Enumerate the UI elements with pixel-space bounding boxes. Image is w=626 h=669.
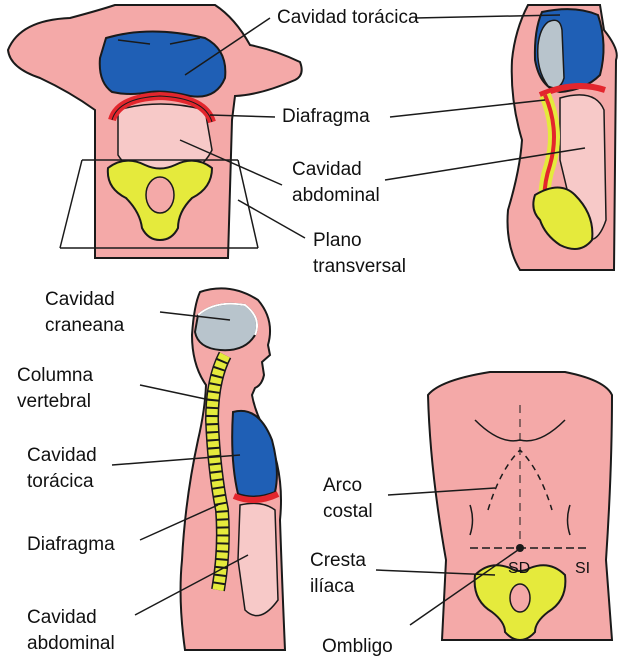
side-torso-panel — [506, 4, 618, 271]
side-body-panel — [179, 287, 287, 651]
side-pelvis — [532, 186, 594, 250]
label-abdominal-top-2: abdominal — [292, 185, 380, 206]
label-abdominal-side-1: Cavidad — [27, 607, 97, 628]
label-cranial-2: craneana — [45, 315, 125, 336]
side-diaphragm — [538, 83, 606, 98]
label-plane-2: transversal — [313, 256, 406, 277]
label-iliac-2: ilíaca — [310, 576, 355, 597]
front-thoracic-cavity — [98, 30, 227, 98]
label-sd: SD — [508, 560, 531, 577]
label-spine-1: Columna — [17, 365, 94, 386]
costal-arch — [487, 448, 553, 511]
side-body-thoracic-cavity — [231, 409, 278, 498]
front-abdomen-panel — [426, 371, 614, 642]
side-body-diaphragm — [232, 491, 280, 503]
label-cranial-1: Cavidad — [45, 289, 115, 310]
label-costal-1: Arco — [323, 475, 363, 496]
label-costal-2: costal — [323, 501, 373, 522]
side-body-abdominal-cavity — [237, 502, 279, 617]
label-diaphragm-side: Diafragma — [27, 534, 115, 555]
front-torso-panel — [6, 4, 303, 259]
label-iliac-1: Cresta — [310, 550, 366, 571]
label-plane-1: Plano — [313, 230, 362, 251]
label-si: SI — [575, 560, 591, 577]
label-thoracic-side-2: torácica — [27, 471, 94, 492]
side-lung — [536, 19, 565, 89]
leader-lines — [111, 14, 586, 626]
label-abdominal-side-2: abdominal — [27, 633, 115, 654]
label-thoracic-cavity-top: Cavidad torácica — [277, 7, 419, 28]
label-abdominal-top-1: Cavidad — [292, 159, 362, 180]
label-thoracic-side-1: Cavidad — [27, 445, 97, 466]
label-navel: Ombligo — [322, 636, 393, 657]
label-spine-2: vertebral — [17, 391, 91, 412]
label-diaphragm-top: Diafragma — [282, 106, 370, 127]
